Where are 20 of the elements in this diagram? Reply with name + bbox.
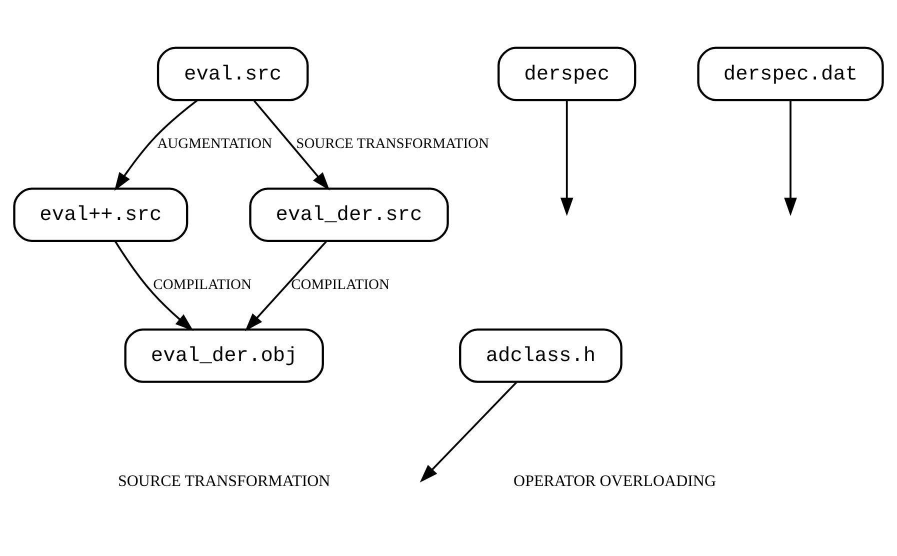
node-box: eval_der.obj xyxy=(124,328,324,383)
arrow xyxy=(420,381,518,482)
arrow xyxy=(253,100,330,190)
arrow xyxy=(560,100,574,216)
edge-label: AUGMENTATION xyxy=(157,136,272,152)
node-box: adclass.h xyxy=(459,328,622,383)
edge-label: SOURCE TRANSFORMATION xyxy=(296,136,490,152)
node-box: eval_der.src xyxy=(249,188,449,242)
edge-label: COMPILATION xyxy=(153,276,252,293)
label: SOURCE TRANSFORMATION xyxy=(118,473,330,490)
node-box: derspec.dat xyxy=(697,46,884,102)
arrow xyxy=(114,240,194,332)
node-box: derspec xyxy=(498,46,636,102)
node-box: eval++.src xyxy=(13,188,188,242)
label: OPERATOR OVERLOADING xyxy=(514,473,716,490)
arrow xyxy=(784,100,797,216)
arrow xyxy=(114,99,198,191)
arrow xyxy=(244,240,327,332)
edge-label: COMPILATION xyxy=(291,276,390,293)
node-box: eval.src xyxy=(156,46,309,102)
